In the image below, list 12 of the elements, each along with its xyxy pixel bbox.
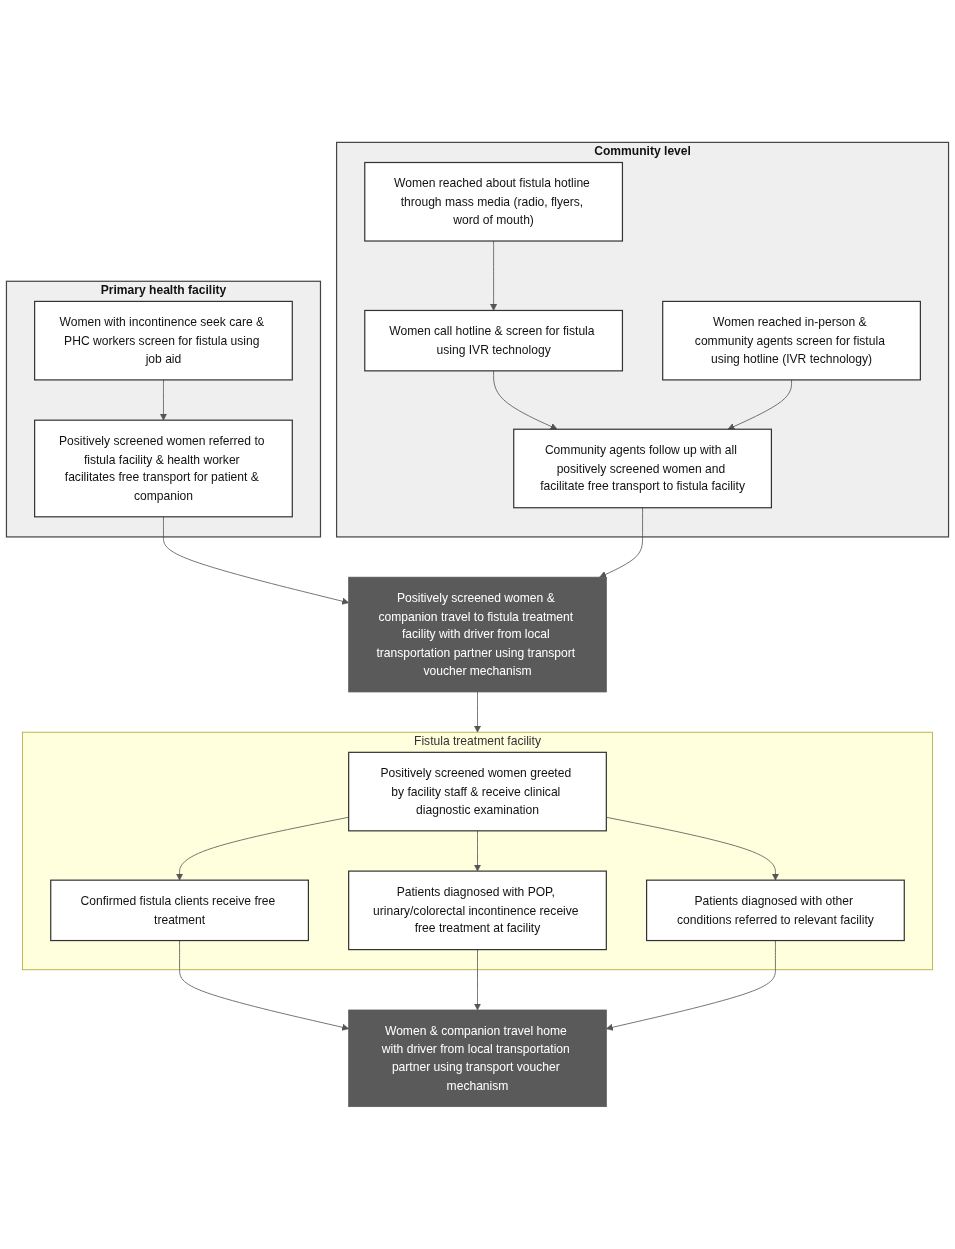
node-box: Women & companion travel home with driver from local transportation partner using transport voucher mechanism bbox=[348, 1009, 607, 1108]
node-box: Women with incontinence seek care & PHC workers screen for fistula using job aid bbox=[34, 300, 293, 381]
node-box: Positively screened women referred to fistula facility & health worker facilitates free transport for patient & companion bbox=[34, 419, 293, 518]
node-box: Confirmed fistula clients receive free treatment bbox=[50, 879, 309, 942]
node-box: Patients diagnosed with other conditions referred to relevant facility bbox=[646, 879, 905, 942]
node-box: Women call hotline & screen for fistula using IVR technology bbox=[364, 309, 624, 372]
node-box: Patients diagnosed with POP, urinary/colorectal incontinence receive free treatment at facility bbox=[348, 870, 607, 951]
node-box: Women reached about fistula hotline through mass media (radio, flyers, word of mouth) bbox=[364, 161, 624, 242]
node-box: Women reached in-person & community agents screen for fistula using hotline (IVR technology) bbox=[662, 300, 921, 381]
node-box: Positively screened women greeted by facility staff & receive clinical diagnostic examination bbox=[348, 751, 607, 832]
node-box: Community agents follow up with all positively screened women and facilitate free transport to fistula facility bbox=[513, 428, 772, 509]
node-box: Positively screened women & companion travel to fistula treatment facility with driver from local transportation partner using transport voucher mechanism bbox=[348, 576, 607, 693]
